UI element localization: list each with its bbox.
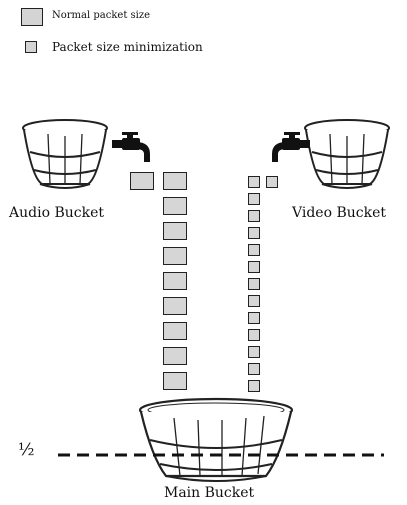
video-packet bbox=[248, 193, 260, 205]
legend-normal-label: Normal packet size bbox=[52, 10, 150, 21]
main-bucket-icon bbox=[136, 396, 296, 486]
video-packet bbox=[248, 312, 260, 324]
audio-faucet-icon bbox=[112, 132, 154, 168]
half-marker-label: ½ bbox=[18, 440, 34, 460]
audio-packet bbox=[163, 322, 187, 340]
video-faucet-icon bbox=[268, 132, 310, 168]
audio-packet bbox=[163, 222, 187, 240]
audio-packet bbox=[130, 172, 154, 190]
video-packet bbox=[248, 329, 260, 341]
video-packet bbox=[248, 210, 260, 222]
video-packet bbox=[248, 227, 260, 239]
video-packet bbox=[248, 261, 260, 273]
video-bucket-label: Video Bucket bbox=[292, 205, 386, 221]
video-packet bbox=[248, 244, 260, 256]
audio-packet bbox=[163, 272, 187, 290]
audio-packet bbox=[163, 372, 187, 390]
main-bucket-label: Main Bucket bbox=[164, 485, 254, 501]
audio-packet bbox=[163, 172, 187, 190]
audio-bucket-icon bbox=[20, 118, 110, 198]
video-packet bbox=[248, 380, 260, 392]
audio-packet bbox=[163, 247, 187, 265]
half-level-line bbox=[58, 452, 384, 458]
audio-packet bbox=[163, 347, 187, 365]
audio-bucket-label: Audio Bucket bbox=[9, 205, 104, 221]
video-packet bbox=[248, 295, 260, 307]
legend-minimized-label: Packet size minimization bbox=[52, 40, 203, 54]
video-packet bbox=[248, 346, 260, 358]
video-packet bbox=[248, 363, 260, 375]
video-bucket-icon bbox=[302, 118, 392, 198]
video-packet bbox=[248, 278, 260, 290]
legend-minimized-swatch bbox=[25, 41, 37, 53]
legend-normal-swatch bbox=[21, 8, 43, 26]
video-packet bbox=[248, 176, 260, 188]
audio-packet bbox=[163, 197, 187, 215]
audio-packet bbox=[163, 297, 187, 315]
video-packet bbox=[266, 176, 278, 188]
